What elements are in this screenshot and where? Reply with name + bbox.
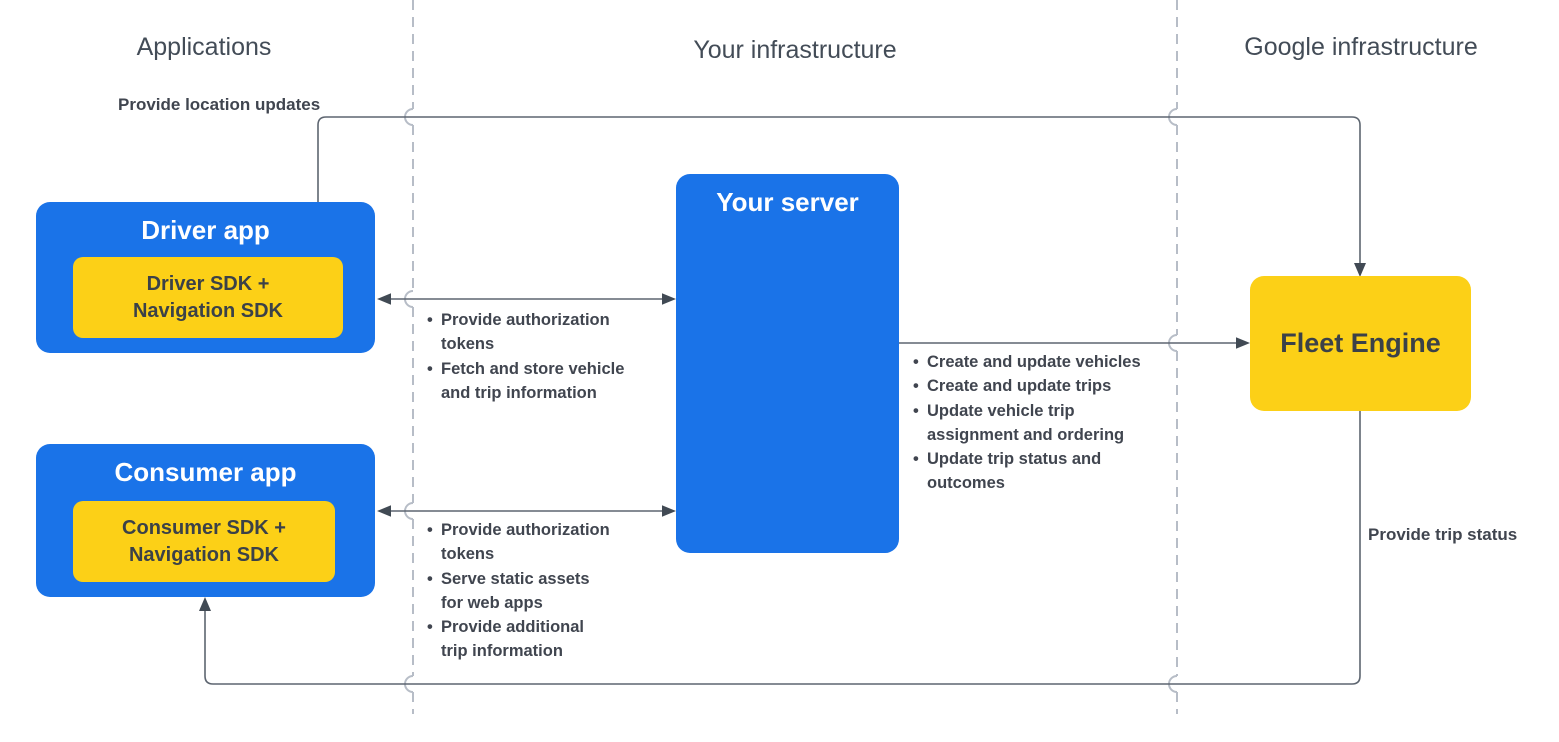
fleet-engine-title: Fleet Engine [1280,328,1441,358]
bullet-line: •Provide authorization [425,308,650,332]
edge-label-provide-location-updates: Provide location updates [118,95,321,114]
lane-header-google-infrastructure: Google infrastructure [1244,33,1478,61]
arrowhead-up-consumer-app [199,597,211,611]
bullet-line: •Create and update vehicles [911,350,1173,374]
connector-trip-status [199,411,1361,685]
bullet-line: •Create and update trips [911,374,1173,398]
node-your-server: Your server [676,174,899,553]
bullet-line: •Update vehicle trip [911,399,1173,423]
bullet-line: •Serve static assets [425,567,650,591]
bullet-line: •Provide additional [425,615,650,639]
lane-header-applications: Applications [136,33,272,61]
lane-header-your-infrastructure: Your infrastructure [693,36,897,64]
consumer-sdk-line-2: Navigation SDK [128,543,280,566]
divider-hop-arcs [404,108,414,693]
consumer-sdk-line-1: Consumer SDK + [122,516,286,539]
node-driver-sdk: Driver SDK + Navigation SDK [73,257,343,338]
driver-app-title: Driver app [141,215,270,245]
arrowhead-left-driver-app [377,293,391,305]
bullet-glyph: • [913,377,919,396]
edge-label-provide-trip-status: Provide trip status [1368,525,1518,544]
bullet-glyph: • [427,311,433,329]
bullet-line: assignment and ordering [927,425,1125,444]
node-fleet-engine: Fleet Engine [1250,276,1471,411]
connector-server-fleet [899,337,1250,349]
bullet-glyph: • [427,521,433,539]
driver-sdk-line-1: Driver SDK + [146,272,270,295]
bullet-line: tokens [441,545,495,564]
connector-driver-server [377,293,676,305]
arrowhead-right-your-server [662,293,676,305]
bullet-line: tokens [441,335,495,354]
bullet-line: •Update trip status and [911,447,1173,471]
bullet-glyph: • [427,569,433,588]
arrowhead-left-consumer-app [377,505,391,517]
arrowhead-right-your-server [662,505,676,517]
bullet-line: outcomes [927,474,1005,493]
connector-consumer-server [377,505,676,517]
bullet-glyph: • [427,359,433,378]
bullet-glyph: • [913,353,919,371]
driver-sdk-line-2: Navigation SDK [132,299,284,322]
bullet-line: •Fetch and store vehicle [425,357,650,381]
node-consumer-sdk: Consumer SDK + Navigation SDK [73,501,335,582]
notes-consumer-server: •Provide authorization tokens •Serve stati… [425,518,650,664]
lane-divider-left [404,0,414,714]
notes-server-fleet: •Create and update vehicles•Create and u… [911,350,1173,496]
bullet-line: and trip information [441,383,597,402]
arrowhead-down-fleet-engine [1354,263,1366,277]
bullet-line: trip information [441,642,563,661]
connector-location-updates [317,116,1366,277]
notes-driver-server: •Provide authorization tokens •Fetch and s… [425,308,650,405]
your-server-title: Your server [716,187,859,217]
bullet-line: •Provide authorization [425,518,650,542]
bullet-glyph: • [913,401,919,420]
bullet-glyph: • [913,450,919,469]
bullet-glyph: • [427,618,433,637]
consumer-app-title: Consumer app [114,457,297,487]
bullet-line: for web apps [441,593,543,612]
arrowhead-right-fleet-engine [1236,337,1250,349]
